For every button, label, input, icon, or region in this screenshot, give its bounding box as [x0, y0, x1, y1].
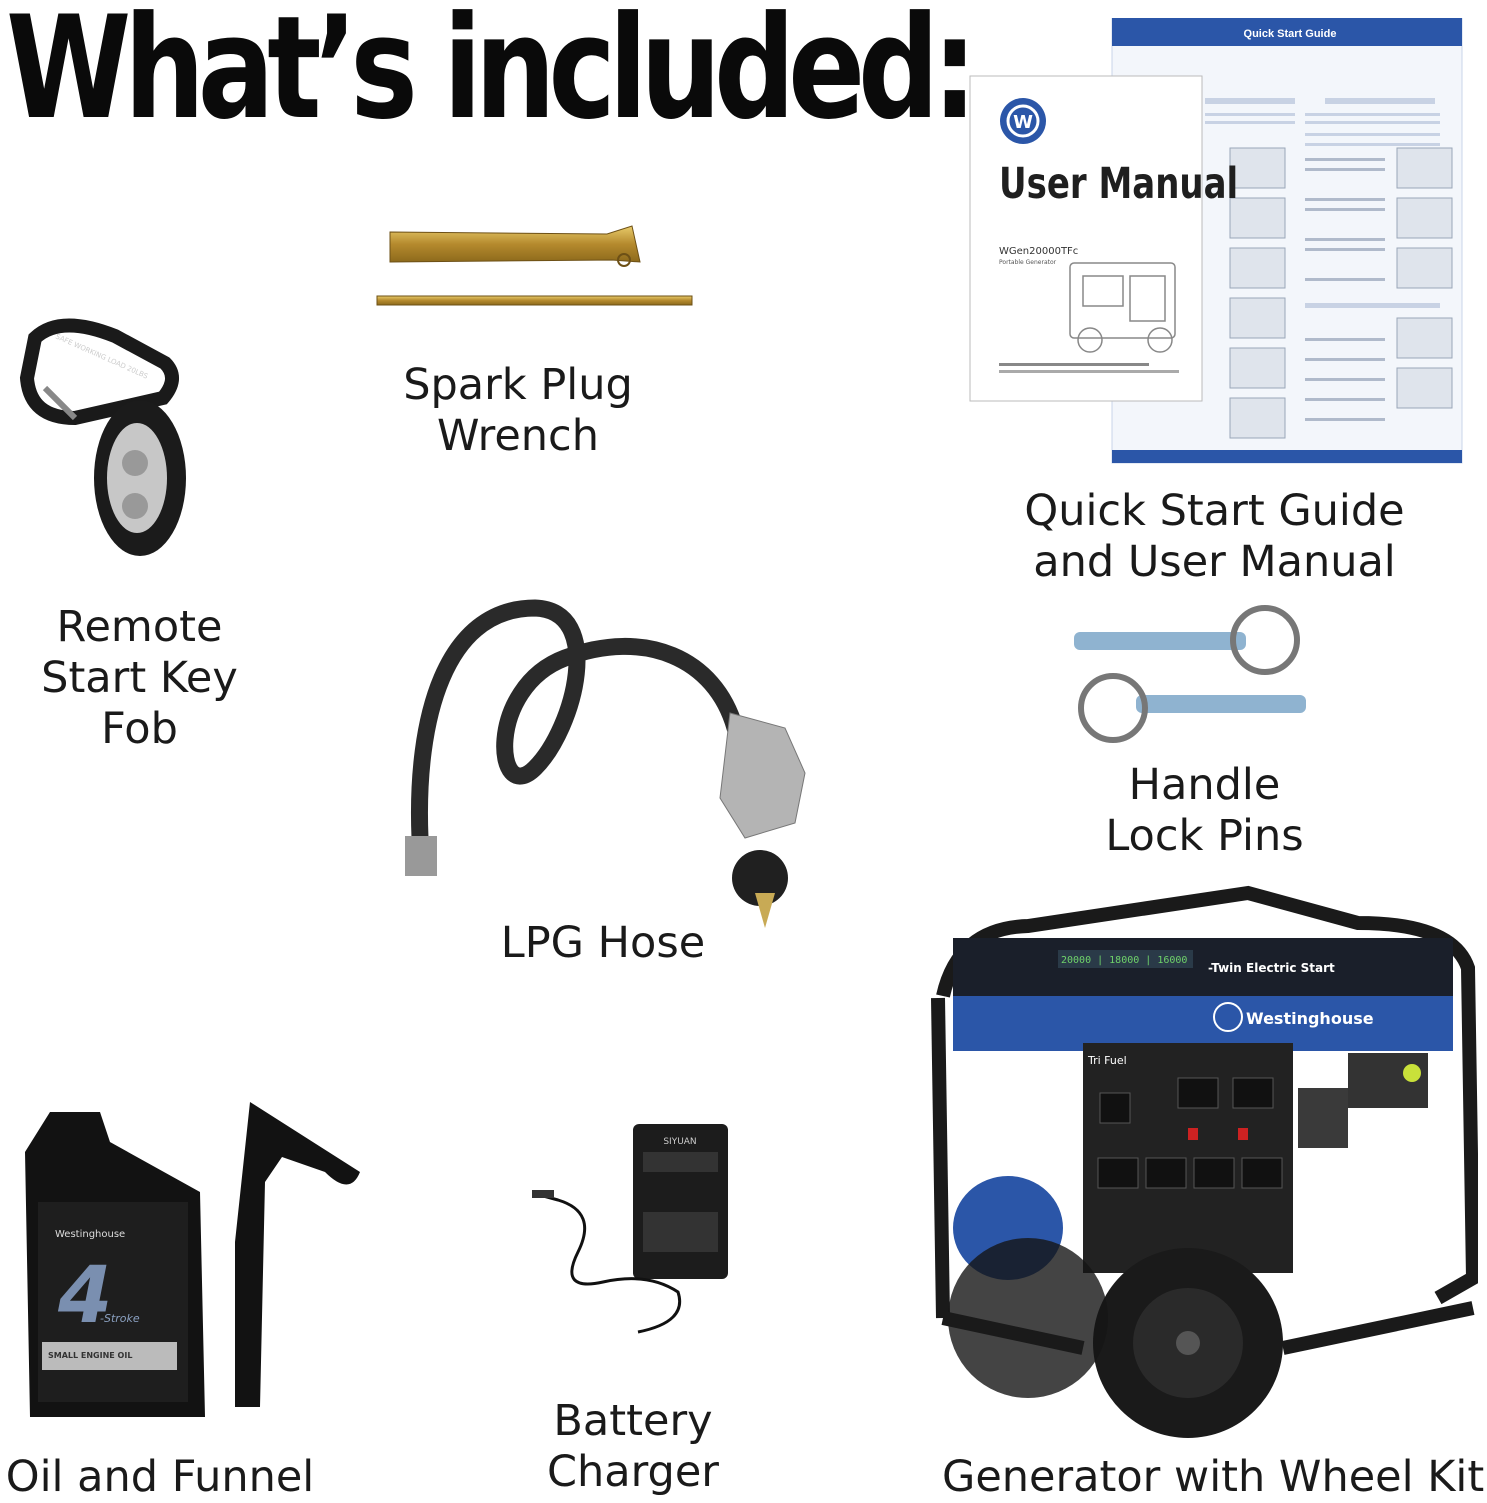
charger-brand: SIYUAN — [663, 1137, 696, 1147]
generator-illustration: 20000 | 18000 | 16000 -Twin Electric Sta… — [931, 885, 1478, 1438]
generator-brand: Westinghouse — [1246, 1009, 1374, 1028]
oil-stroke-text: -Stroke — [100, 1312, 140, 1325]
oil-and-funnel-illustration: Westinghouse 4 -Stroke SMALL ENGINE OIL — [25, 1102, 360, 1417]
manual-heading: User Manual — [999, 159, 1238, 209]
label-generator-with-wheel-kit: Generator with Wheel Kit — [942, 1452, 1485, 1502]
oil-big-number: 4 — [57, 1251, 112, 1341]
manual-subtitle: Portable Generator — [999, 259, 1057, 266]
lpg-hose-illustration — [405, 599, 806, 928]
svg-text:20000 | 18000 | 16000: 20000 | 18000 | 16000 — [1061, 955, 1187, 966]
svg-text:-Twin Electric Start: -Twin Electric Start — [1208, 961, 1335, 975]
svg-text:W: W — [1013, 112, 1033, 133]
battery-charger-illustration: SIYUAN — [532, 1124, 728, 1334]
oil-type: SMALL ENGINE OIL — [48, 1351, 132, 1360]
label-oil-and-funnel: Oil and Funnel — [5, 1452, 315, 1502]
guide-title: Quick Start Guide — [1244, 28, 1337, 40]
oil-brand: Westinghouse — [55, 1229, 125, 1240]
manual-illustration: Quick Start Guide W User Manual WGen2000… — [969, 18, 1463, 464]
generator-fuel: Tri Fuel — [1087, 1054, 1127, 1067]
manual-model: WGen20000TFc — [999, 246, 1078, 257]
key-fob-illustration: SAFE WORKING LOAD 20LBS — [19, 318, 186, 556]
handle-lock-pins-illustration — [1074, 605, 1306, 743]
label-lpg-hose: LPG Hose — [500, 918, 706, 968]
spark-plug-wrench-illustration — [376, 225, 693, 306]
page-title: What’s included: — [6, 0, 978, 151]
